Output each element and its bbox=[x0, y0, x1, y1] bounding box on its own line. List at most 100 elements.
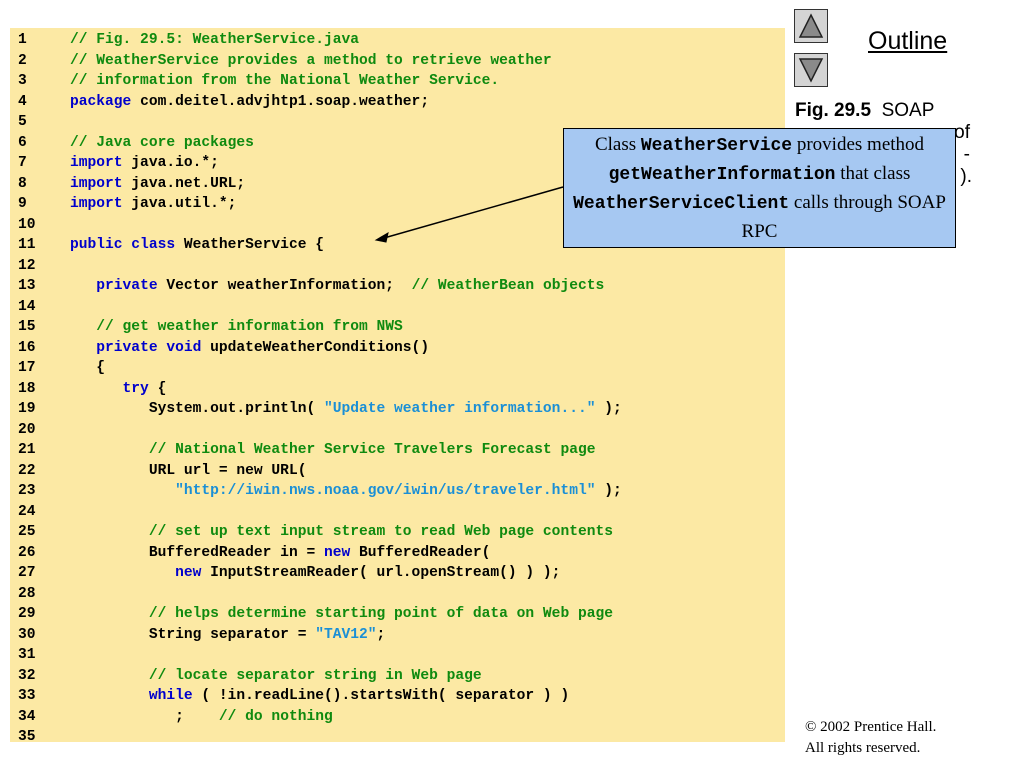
code-token-comment: // helps determine starting point of dat… bbox=[148, 606, 613, 622]
code-line: 1// Fig. 29.5: WeatherService.java bbox=[10, 30, 785, 51]
code-token-plain: { bbox=[148, 380, 167, 397]
code-text: // set up text input stream to read Web … bbox=[70, 522, 613, 543]
code-token-plain bbox=[70, 340, 96, 356]
line-number: 30 bbox=[18, 626, 36, 643]
code-token-keyword: import bbox=[70, 175, 123, 192]
code-token-plain: updateWeatherConditions() bbox=[201, 339, 430, 356]
code-token-plain bbox=[70, 278, 96, 294]
code-line: 26 BufferedReader in = new BufferedReade… bbox=[10, 543, 785, 564]
code-text: // information from the National Weather… bbox=[70, 71, 499, 92]
code-token-string: "Update weather information..." bbox=[323, 401, 596, 417]
line-number: 12 bbox=[18, 257, 36, 274]
code-token-plain: { bbox=[70, 360, 106, 376]
code-token-plain bbox=[70, 606, 149, 622]
code-token-plain: java.net.URL; bbox=[122, 175, 246, 192]
code-line: 23 "http://iwin.nws.noaa.gov/iwin/us/tra… bbox=[10, 481, 785, 502]
line-number: 29 bbox=[18, 606, 36, 622]
code-token-plain: InputStreamReader( url.openStream() ) ); bbox=[201, 565, 561, 581]
line-number: 13 bbox=[18, 278, 36, 294]
code-token-keyword: new bbox=[323, 544, 351, 561]
code-text: public class WeatherService { bbox=[70, 235, 324, 256]
code-text: import java.net.URL; bbox=[70, 174, 245, 195]
code-text: String separator = "TAV12"; bbox=[70, 625, 385, 646]
triangle-up-icon bbox=[798, 13, 824, 38]
next-slide-button[interactable] bbox=[794, 53, 828, 87]
code-token-plain: System.out.println( bbox=[70, 401, 324, 417]
code-token-string: "TAV12" bbox=[315, 626, 377, 643]
code-token-comment: // do nothing bbox=[218, 708, 333, 725]
code-text: private Vector weatherInformation; // We… bbox=[70, 276, 604, 297]
callout-text: calls through SOAP RPC bbox=[741, 192, 946, 242]
line-number: 23 bbox=[18, 483, 36, 499]
caption-line-2: of bbox=[954, 122, 970, 143]
code-line: 6// Java core packages bbox=[10, 133, 785, 154]
code-token-plain: ; bbox=[70, 708, 219, 725]
code-text: import java.io.*; bbox=[70, 153, 219, 174]
line-number: 19 bbox=[18, 401, 36, 417]
code-text: URL url = new URL( bbox=[70, 461, 307, 482]
code-text: new InputStreamReader( url.openStream() … bbox=[70, 563, 560, 584]
line-number: 25 bbox=[18, 524, 36, 540]
code-line: 33 while ( !in.readLine().startsWith( se… bbox=[10, 686, 785, 707]
code-token-keyword: while bbox=[148, 688, 193, 704]
caption-line-1: Fig. 29.5 SOAP bbox=[795, 100, 1010, 122]
code-line: 14 bbox=[10, 297, 785, 318]
line-number: 15 bbox=[18, 319, 36, 335]
code-token-plain bbox=[70, 565, 175, 581]
code-token-plain: URL url = new URL( bbox=[70, 462, 307, 479]
code-token-plain bbox=[70, 319, 96, 335]
code-text: // WeatherService provides a method to r… bbox=[70, 51, 552, 72]
line-number: 31 bbox=[18, 647, 36, 663]
code-text: // Fig. 29.5: WeatherService.java bbox=[70, 30, 359, 51]
line-number: 5 bbox=[18, 114, 27, 130]
code-text: try { bbox=[70, 379, 167, 400]
code-token-plain bbox=[70, 442, 149, 458]
line-number: 33 bbox=[18, 688, 36, 704]
code-token-keyword: import bbox=[70, 155, 123, 171]
code-token-plain bbox=[70, 381, 123, 397]
code-token-comment: // set up text input stream to read Web … bbox=[148, 524, 613, 540]
code-token-keyword: public class bbox=[70, 237, 176, 253]
line-number: 18 bbox=[18, 380, 36, 397]
caption-line-4: ). bbox=[960, 166, 972, 187]
code-text: // National Weather Service Travelers Fo… bbox=[70, 440, 596, 461]
copyright-notice: © 2002 Prentice Hall. All rights reserve… bbox=[805, 717, 936, 759]
code-line: 15 // get weather information from NWS bbox=[10, 317, 785, 338]
line-number: 11 bbox=[18, 237, 36, 253]
line-number: 4 bbox=[18, 93, 27, 110]
line-number: 9 bbox=[18, 196, 27, 212]
code-text: ; // do nothing bbox=[70, 707, 333, 728]
code-token-keyword: private void bbox=[96, 339, 202, 356]
line-number: 22 bbox=[18, 462, 36, 479]
code-token-plain bbox=[70, 688, 149, 704]
code-token-plain: WeatherService { bbox=[175, 237, 324, 253]
line-number: 28 bbox=[18, 585, 36, 602]
line-number: 2 bbox=[18, 52, 27, 69]
code-line: 10 bbox=[10, 215, 785, 236]
code-text: System.out.println( "Update weather info… bbox=[70, 399, 622, 420]
previous-slide-button[interactable] bbox=[794, 9, 828, 43]
code-line: 21 // National Weather Service Travelers… bbox=[10, 440, 785, 461]
line-number: 26 bbox=[18, 544, 36, 561]
code-token-plain: BufferedReader in = bbox=[70, 544, 324, 561]
caption-line-3: - bbox=[963, 144, 970, 165]
callout-code: WeatherService bbox=[640, 136, 793, 156]
code-line: 31 bbox=[10, 645, 785, 666]
code-line: 16 private void updateWeatherConditions(… bbox=[10, 338, 785, 359]
code-token-keyword: package bbox=[70, 93, 132, 110]
copyright-line-1: © 2002 Prentice Hall. bbox=[805, 719, 937, 735]
code-token-plain: ( !in.readLine().startsWith( separator )… bbox=[192, 688, 570, 704]
callout-code: getWeatherInformation bbox=[608, 165, 836, 185]
code-line: 22 URL url = new URL( bbox=[10, 461, 785, 482]
line-number: 27 bbox=[18, 565, 36, 581]
code-token-plain bbox=[70, 483, 175, 499]
code-token-comment: // Fig. 29.5: WeatherService.java bbox=[70, 32, 360, 48]
code-line: 20 bbox=[10, 420, 785, 441]
outline-link[interactable]: Outline bbox=[868, 27, 948, 55]
line-number: 10 bbox=[18, 216, 36, 233]
code-token-comment: // National Weather Service Travelers Fo… bbox=[148, 442, 596, 458]
